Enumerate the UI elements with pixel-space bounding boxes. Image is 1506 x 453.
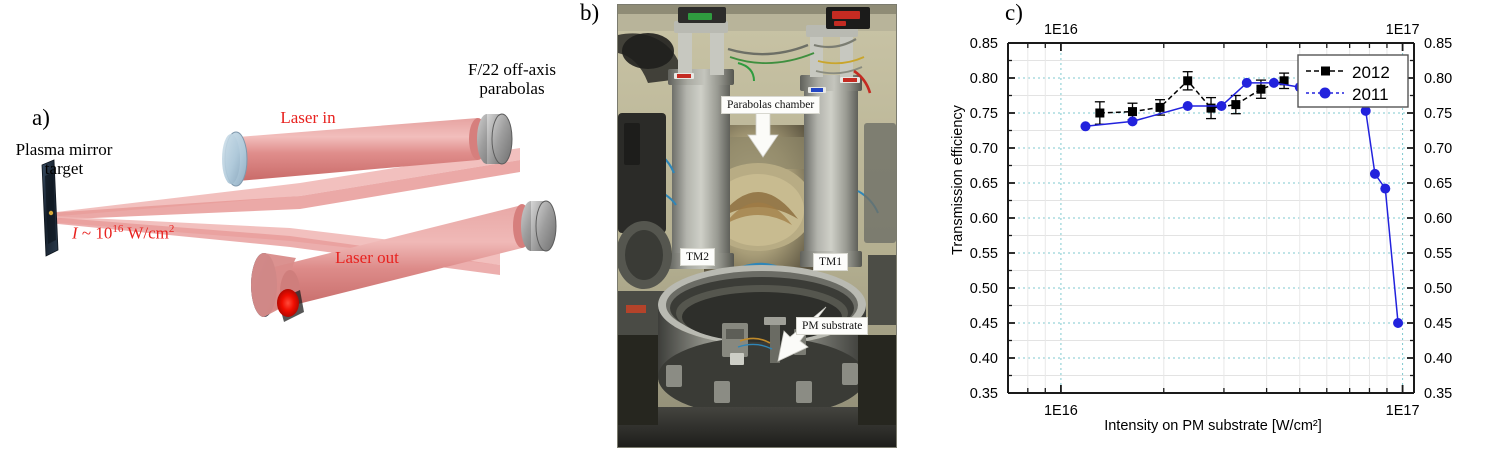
legend-marker [1319, 87, 1331, 99]
callout-tm1: TM1 [813, 253, 848, 271]
callout-parabolas-chamber: Parabolas chamber [721, 96, 821, 114]
parabola-upper [477, 113, 513, 165]
data-point [1268, 77, 1279, 88]
y-tick-label-left: 0.40 [970, 351, 998, 367]
x-axis-label: Intensity on PM substrate [W/cm²] [1104, 418, 1322, 434]
y-tick-label-left: 0.70 [970, 141, 998, 157]
x-tick-label-bottom: 1E17 [1386, 403, 1420, 419]
data-point [1360, 105, 1371, 116]
data-point [1216, 101, 1227, 111]
data-point [1206, 103, 1216, 113]
panel-b-label: b) [580, 0, 600, 25]
label-intensity: I ~ 1016 W/cm2 [72, 223, 262, 243]
optical-setup-diagram [41, 113, 557, 322]
y-tick-label-right: 0.85 [1424, 36, 1452, 52]
data-point [1241, 77, 1252, 88]
legend-box [1297, 54, 1409, 108]
label-parabolas-line1: F/22 off-axis [468, 60, 556, 79]
label-target-line2: target [44, 159, 84, 179]
parabola-lower [521, 200, 557, 252]
data-point [1182, 101, 1193, 111]
data-point [1183, 76, 1193, 86]
laser-in-beam [222, 118, 487, 187]
y-tick-label-right: 0.80 [1424, 71, 1452, 87]
legend-label: 2011 [1352, 85, 1389, 104]
label-parabolas: F/22 off-axis parabolas [432, 60, 592, 98]
data-point [1380, 183, 1391, 194]
data-point [1128, 107, 1138, 117]
data-point [1095, 108, 1105, 118]
callout-tm2: TM2 [680, 248, 715, 266]
y-tick-label-left: 0.45 [970, 316, 998, 332]
label-laser-in: Laser in [280, 108, 336, 127]
y-tick-label-left: 0.75 [970, 106, 998, 122]
series-2012 [1094, 71, 1290, 125]
y-tick-label-right: 0.60 [1424, 211, 1452, 227]
intensity-symbol: I [72, 223, 78, 243]
legend-label: 2012 [1352, 63, 1390, 82]
panel-a-label: a) [32, 105, 50, 130]
y-tick-label-left: 0.50 [970, 281, 998, 297]
y-tick-label-right: 0.40 [1424, 351, 1452, 367]
data-point [1369, 168, 1380, 179]
transmission-efficiency-plot: 0.35 0.35 0.40 0.40 0.45 0.45 0.50 0.50 0.55 0.55… [970, 22, 1452, 419]
x-tick-label-bottom: 1E16 [1044, 403, 1078, 419]
label-parabolas-line2: parabolas [479, 79, 545, 99]
chart-legend: 2012 2011 [1297, 54, 1409, 108]
x-tick-label-top: 1E17 [1386, 22, 1420, 38]
intensity-units-exponent: 2 [168, 223, 175, 235]
callout-pm-substrate: PM substrate [796, 317, 869, 335]
y-tick-label-left: 0.85 [970, 36, 998, 52]
y-tick-label-right: 0.65 [1424, 176, 1452, 192]
y-tick-label-left: 0.35 [970, 386, 998, 402]
data-point [1279, 76, 1289, 86]
y-tick-label-left: 0.60 [970, 211, 998, 227]
y-tick-label-right: 0.45 [1424, 316, 1452, 332]
y-tick-label-right: 0.75 [1424, 106, 1452, 122]
data-point [1231, 100, 1241, 110]
legend-marker [1321, 66, 1330, 76]
x-tick-label-top: 1E16 [1044, 22, 1078, 38]
data-point [1393, 318, 1404, 328]
data-point [1155, 102, 1165, 112]
y-tick-label-left: 0.55 [970, 246, 998, 262]
vacuum-chamber-photo [618, 5, 896, 447]
y-tick-label-right: 0.35 [1424, 386, 1452, 402]
photo-frame: Parabolas chamber TM2 TM1 PM substrate [617, 4, 897, 448]
label-target-line1: Plasma mirror [15, 140, 113, 159]
data-point [1127, 116, 1138, 127]
label-laser-out: Laser out [335, 248, 399, 267]
intensity-exponent: 16 [112, 223, 124, 235]
panel-b-photograph: Parabolas chamber TM2 TM1 PM substrate [617, 4, 897, 448]
data-point [1080, 121, 1091, 132]
y-tick-label-left: 0.65 [970, 176, 998, 192]
intensity-units: W/cm [123, 223, 169, 243]
plasma-mirror-target [41, 159, 59, 257]
panel-c-label: c) [1005, 0, 1023, 25]
y-tick-label-right: 0.50 [1424, 281, 1452, 297]
intensity-rest: ~ 10 [77, 223, 113, 243]
panel-a-schematic: a) F/22 off-axis parabolas Plasma mirror… [0, 0, 600, 453]
beam-cone-rays [48, 148, 520, 275]
y-tick-label-right: 0.55 [1424, 246, 1452, 262]
y-axis-label: Transmission efficiency [950, 105, 966, 255]
y-tick-label-left: 0.80 [970, 71, 998, 87]
focusing-parabola [251, 253, 304, 322]
data-point [1256, 84, 1266, 94]
y-tick-label-right: 0.70 [1424, 141, 1452, 157]
label-plasma-mirror-target: Plasma mirror target [0, 140, 130, 178]
